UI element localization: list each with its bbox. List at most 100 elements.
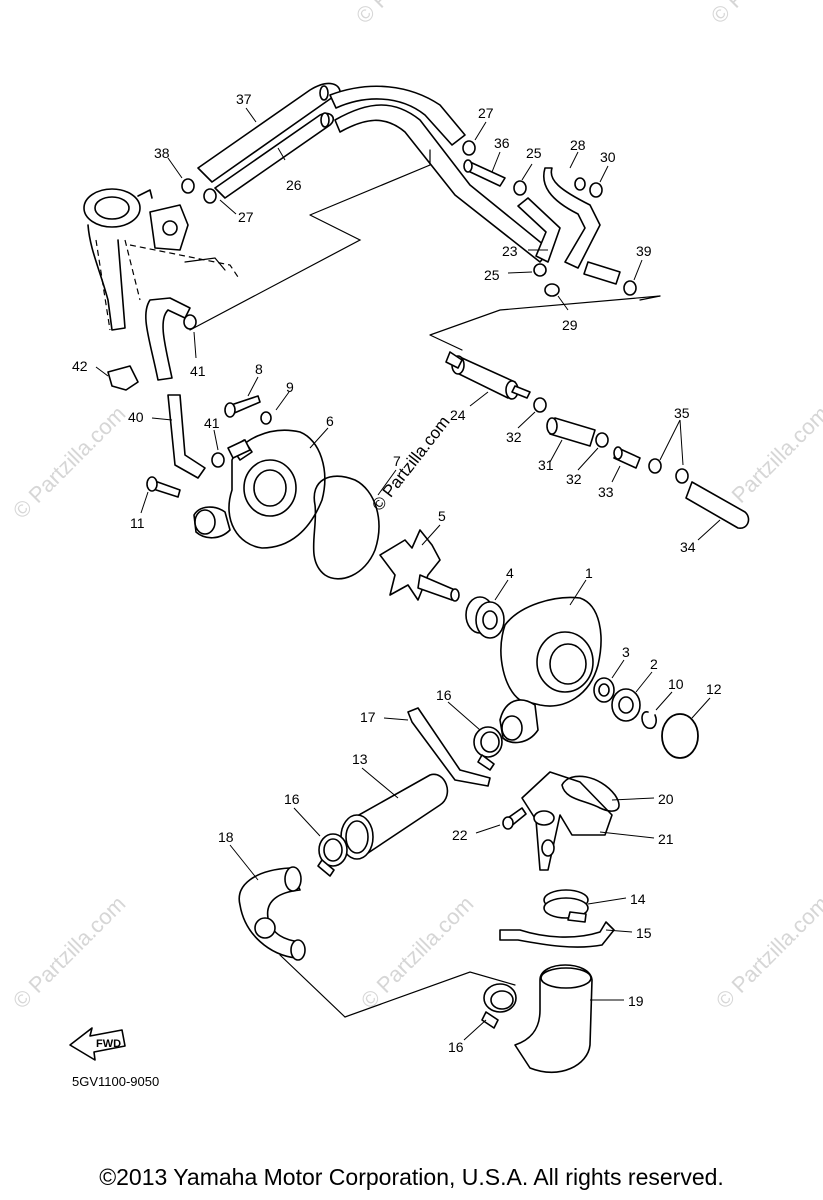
- callout-4: 4: [506, 565, 514, 581]
- hose-34: [685, 481, 750, 529]
- leader-18-frame: [279, 954, 516, 1018]
- callout-7: 7: [393, 453, 401, 469]
- callout-14: 14: [630, 891, 646, 907]
- watermark: © Partzilla.com: [706, 0, 823, 29]
- callout-3: 3: [622, 644, 630, 660]
- watermark: © Partzilla.com: [8, 891, 131, 1014]
- callout-37: 37: [236, 91, 252, 107]
- pump-housing-1: [499, 596, 602, 744]
- callout-32: 32: [566, 471, 582, 487]
- pipe-19: [514, 964, 593, 1073]
- clamp-16-middle: [317, 833, 348, 877]
- hose-40: [145, 297, 191, 381]
- callout-22: 22: [452, 827, 468, 843]
- hose-23: [517, 197, 561, 263]
- hose-13: [340, 773, 449, 860]
- watermark: © Partzilla.com: [356, 891, 479, 1014]
- callout-38: 38: [154, 145, 170, 161]
- pipe-24: [445, 351, 531, 400]
- clamp-27-left: [203, 188, 217, 204]
- callout-35: 35: [674, 405, 690, 421]
- clamp-32-lower: [595, 432, 609, 448]
- callout-5: 5: [438, 508, 446, 524]
- gasket-7: [312, 475, 380, 580]
- hose-18: [238, 866, 306, 961]
- impeller-5: [379, 529, 460, 602]
- clamp-27-right: [462, 140, 476, 156]
- callout-15: 15: [636, 925, 652, 941]
- callout-27: 27: [238, 209, 254, 225]
- upper-hose-main: [329, 85, 466, 146]
- circlip-10: [641, 711, 657, 730]
- callout-31: 31: [538, 457, 554, 473]
- clamp-39: [623, 280, 637, 296]
- thermostat-housing-21: [521, 771, 613, 871]
- callout-9: 9: [286, 379, 294, 395]
- callout-34: 34: [680, 539, 696, 555]
- fwd-label: FWD: [96, 1038, 121, 1050]
- callout-12: 12: [706, 681, 722, 697]
- callout-18: 18: [218, 829, 234, 845]
- callout-28: 28: [570, 137, 586, 153]
- assembly-frame-mid: [429, 295, 661, 351]
- clip-42: [107, 365, 139, 391]
- callout-21: 21: [658, 831, 674, 847]
- band-17: [407, 707, 491, 787]
- hose-28: [543, 167, 601, 269]
- callout-23: 23: [502, 243, 518, 259]
- watermark: © Partzilla.com: [8, 401, 131, 524]
- callout-26: 26: [286, 177, 302, 193]
- callout-39: 39: [636, 243, 652, 259]
- copyright-notice: ©2013 Yamaha Motor Corporation, U.S.A. A…: [99, 1164, 724, 1190]
- callout-33: 33: [598, 484, 614, 500]
- clamp-16-lower: [481, 983, 517, 1029]
- callout-25: 25: [484, 267, 500, 283]
- callout-24: 24: [450, 407, 466, 423]
- callout-labels: 37 26 38 27 27 36 25 28 30 23 25 39 29 4…: [72, 91, 722, 1055]
- clamp-25-lower: [533, 263, 547, 277]
- callout-29: 29: [562, 317, 578, 333]
- callout-16: 16: [448, 1039, 464, 1055]
- callout-16: 16: [284, 791, 300, 807]
- center-watermark: © Partzilla.com: [368, 412, 454, 514]
- clamp-16-upper: [473, 726, 503, 771]
- watermark: © Partzilla.com: [711, 891, 823, 1014]
- band-15: [499, 921, 615, 948]
- callout-10: 10: [668, 676, 684, 692]
- part-code: 5GV1100-9050: [72, 1074, 159, 1089]
- clamp-38: [181, 178, 195, 194]
- callout-1: 1: [585, 565, 593, 581]
- callout-6: 6: [326, 413, 334, 429]
- callout-8: 8: [255, 361, 263, 377]
- clamp-25-upper: [513, 180, 527, 196]
- radiator-filler-neck: [83, 188, 241, 331]
- clamp-30: [589, 182, 603, 198]
- callout-41: 41: [204, 415, 220, 431]
- clamp-29: [544, 283, 560, 297]
- clamp-32-upper: [533, 397, 547, 413]
- callout-25: 25: [526, 145, 542, 161]
- callout-36: 36: [494, 135, 510, 151]
- seal-4: [465, 596, 505, 639]
- clamp-14: [543, 889, 589, 923]
- watermark: © Partzilla.com: [351, 0, 474, 29]
- callout-40: 40: [128, 409, 144, 425]
- callout-17: 17: [360, 709, 376, 725]
- callout-41: 41: [190, 363, 206, 379]
- gasket-20: [561, 775, 620, 812]
- callout-13: 13: [352, 751, 368, 767]
- clamp-41-upper: [183, 314, 197, 330]
- callout-2: 2: [650, 656, 658, 672]
- callout-32: 32: [506, 429, 522, 445]
- o-ring-12: [661, 713, 699, 759]
- leader-lines: [95, 107, 721, 1041]
- washer-9: [260, 411, 272, 425]
- callout-19: 19: [628, 993, 644, 1009]
- callout-27: 27: [478, 105, 494, 121]
- clamp-35-right: [675, 468, 689, 484]
- fwd-arrow-icon: FWD: [69, 1027, 126, 1061]
- clamp-35-left: [648, 458, 662, 474]
- callout-11: 11: [130, 515, 145, 531]
- clamp-41-lower: [211, 452, 225, 468]
